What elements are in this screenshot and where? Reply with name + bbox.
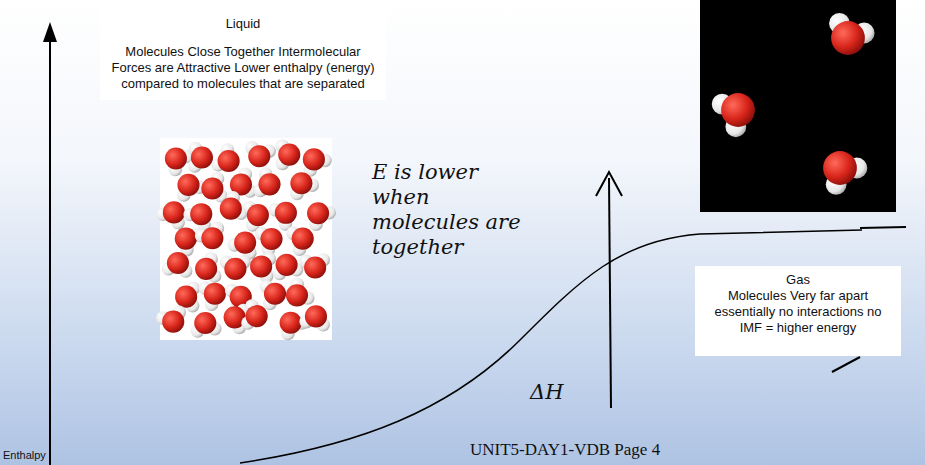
atom <box>305 305 327 327</box>
atom <box>264 283 286 305</box>
atom <box>167 252 189 274</box>
atom <box>201 227 223 249</box>
atom <box>248 145 270 167</box>
axis-label: Enthalpy <box>3 449 83 462</box>
liquid-box: LiquidMolecules Close Together Intermole… <box>100 10 386 100</box>
handwritten-note: E is lower when molecules are together <box>372 160 532 260</box>
atom <box>204 283 226 305</box>
gas-box: GasMolecules Very far apart essentially … <box>695 266 901 356</box>
atom <box>290 172 312 194</box>
atom <box>191 146 213 168</box>
box-body: Molecules Very far apart essentially no … <box>703 288 893 336</box>
atom <box>201 177 223 199</box>
atom <box>307 202 329 224</box>
atom <box>275 202 297 224</box>
axis-arrowhead <box>43 22 57 42</box>
atom <box>278 144 300 166</box>
level-mark <box>860 227 906 228</box>
atom <box>258 173 280 195</box>
liquid-molecules <box>156 139 336 340</box>
atom <box>303 148 325 170</box>
gas-molecules <box>712 13 875 195</box>
atom <box>823 151 857 185</box>
atom <box>218 150 240 172</box>
atom <box>276 254 298 276</box>
atom <box>177 174 199 196</box>
atom <box>260 228 282 250</box>
atom <box>247 204 269 226</box>
box-heading: Liquid <box>108 16 378 32</box>
atom <box>304 256 326 278</box>
delta-h-arrow <box>609 178 611 408</box>
atom <box>194 312 216 334</box>
atom <box>190 203 212 225</box>
atom <box>280 312 302 334</box>
page-footer: UNIT5-DAY1-VDB Page 4 <box>470 440 730 460</box>
atom <box>175 228 197 250</box>
atom <box>721 93 755 127</box>
atom <box>195 258 217 280</box>
atom <box>250 255 272 277</box>
delta-h-label: ΔH <box>530 380 590 404</box>
atom <box>163 201 185 223</box>
atom <box>286 284 308 306</box>
atom <box>292 228 314 250</box>
atom <box>162 311 184 333</box>
atom <box>220 198 242 220</box>
pen-stroke <box>832 357 860 372</box>
box-heading: Gas <box>703 272 893 288</box>
atom <box>246 305 268 327</box>
atom <box>831 21 865 55</box>
delta-h-arrowhead <box>596 172 622 196</box>
box-body: Molecules Close Together Intermolecular … <box>108 44 378 92</box>
atom <box>234 232 256 254</box>
liquid-picture-ground <box>160 138 332 340</box>
atom <box>175 286 197 308</box>
gas-picture-ground <box>700 0 896 212</box>
axis-line <box>49 40 51 465</box>
atom <box>224 258 246 280</box>
atom <box>165 147 187 169</box>
